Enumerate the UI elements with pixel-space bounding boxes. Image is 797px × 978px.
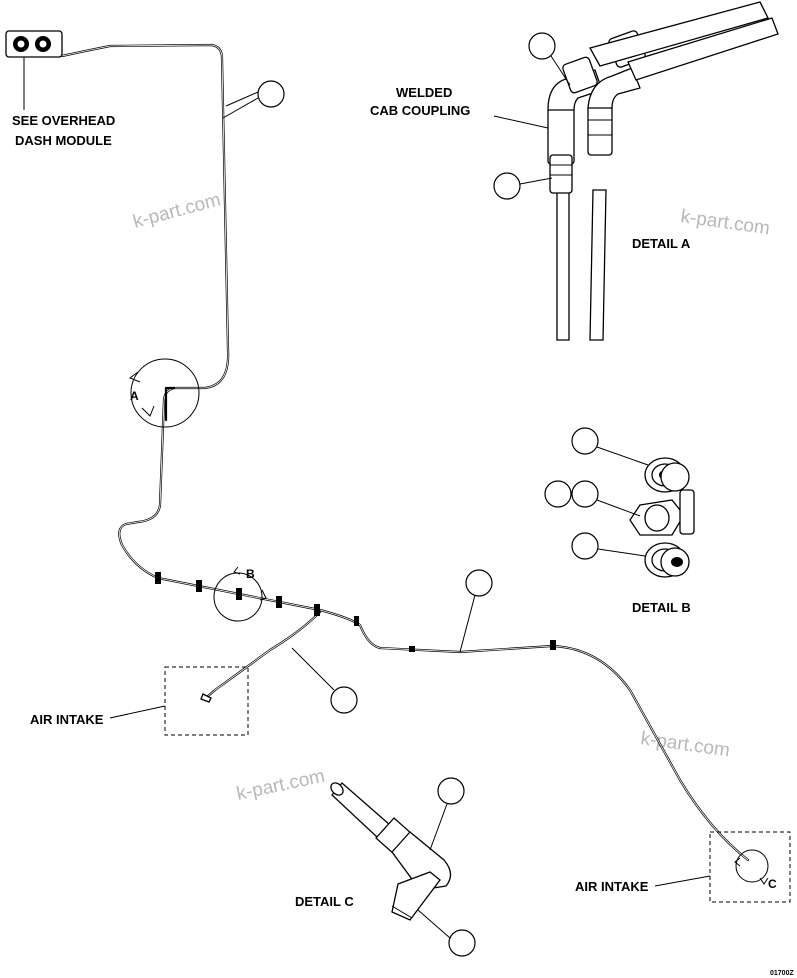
air-intake-box-right xyxy=(709,831,791,903)
cab-coupling-label: CAB COUPLING xyxy=(370,103,470,118)
dash-module-label: DASH MODULE xyxy=(15,133,112,148)
item-callout-bubble xyxy=(571,532,599,560)
item-callout-bubble xyxy=(528,32,556,60)
detail-b-callout xyxy=(213,566,267,622)
drawing-code: 01700Z xyxy=(770,970,794,977)
item-callout-bubble xyxy=(571,427,599,455)
item-callout-bubble xyxy=(330,686,358,714)
air-intake-box-left xyxy=(164,666,249,736)
item-callout-bubble xyxy=(544,480,572,508)
detail-a-title: DETAIL A xyxy=(632,236,691,251)
air-intake-label-right: AIR INTAKE xyxy=(575,879,649,894)
watermark: k-part.com xyxy=(131,189,223,233)
detail-c-title: DETAIL C xyxy=(295,894,354,909)
welded-label: WELDED xyxy=(396,85,452,100)
item-callout-bubble xyxy=(493,172,521,200)
item-callout-bubble xyxy=(465,569,493,597)
item-callout-bubble xyxy=(571,480,599,508)
detail-b-letter: B xyxy=(246,567,255,581)
main-air-line xyxy=(60,43,750,862)
detail-b-drawing xyxy=(629,457,695,578)
air-intake-label-left: AIR INTAKE xyxy=(30,712,104,727)
item-callout-bubble xyxy=(448,929,476,957)
watermark: k-part.com xyxy=(679,206,771,239)
detail-b-title: DETAIL B xyxy=(632,600,691,615)
detail-c-letter: C xyxy=(768,877,777,891)
detail-c-drawing xyxy=(330,782,452,921)
overhead-dash-module xyxy=(5,30,63,110)
detail-c-callout xyxy=(734,849,769,885)
detail-a-drawing xyxy=(547,1,779,341)
item-callout-bubble xyxy=(437,777,465,805)
detail-a-letter: A xyxy=(130,389,139,403)
watermark: k-part.com xyxy=(235,766,327,805)
see-overhead-label: SEE OVERHEAD xyxy=(12,113,115,128)
detail-a-callout xyxy=(128,358,200,428)
item-callout-bubble xyxy=(257,80,285,108)
